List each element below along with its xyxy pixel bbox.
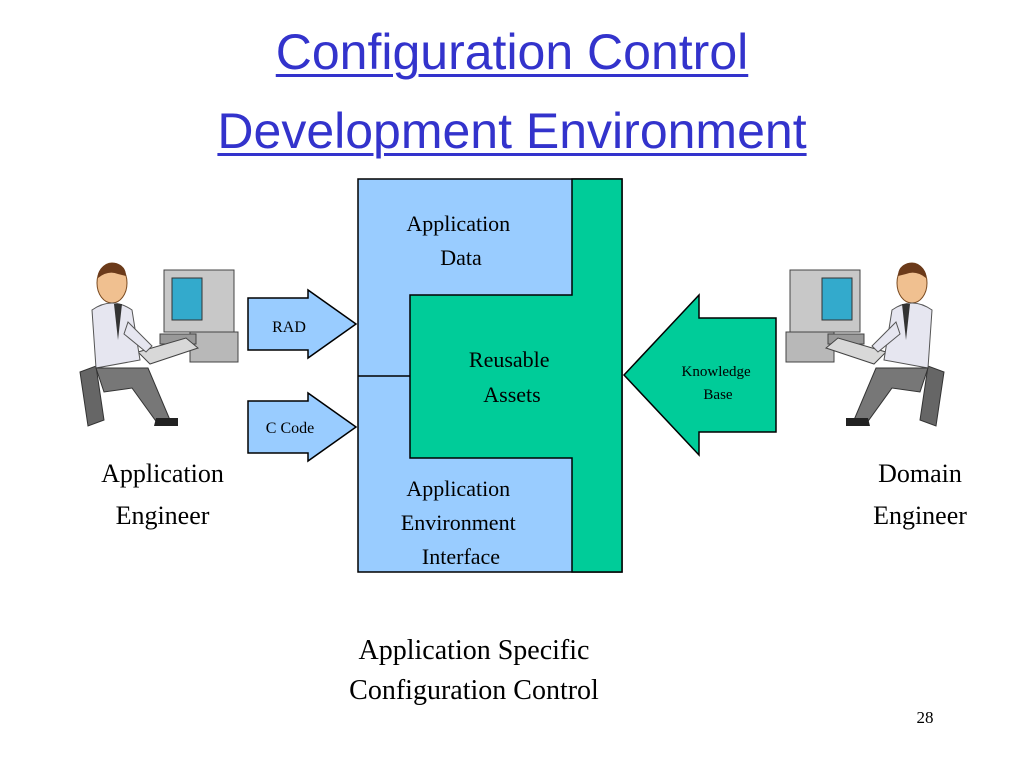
application-data-line-1: Application [406,211,510,236]
caption-line-2: Configuration Control [349,675,599,706]
app-env-interface-line-2: Environment [401,510,516,535]
application-data-line-2: Data [440,245,482,270]
rad-arrow: RAD [247,288,358,360]
c-code-arrow-shape [247,391,358,463]
chair-icon [79,365,105,427]
knowledge-base-arrow: Knowledge Base [622,293,777,457]
slide-title-line-1: Configuration Control [275,24,749,80]
central-repository: Application Data Reusable Assets Applica… [357,178,623,573]
application-engineer-illustration [79,262,239,427]
c-code-arrow-label: C Code [266,420,314,437]
domain-engineer-label-line-2: Engineer [873,501,967,530]
knowledge-base-arrow-shape [622,293,777,457]
knowledge-base-line-1: Knowledge [682,364,751,380]
reusable-assets-line-1: Reusable [469,347,550,372]
slide-title-line-2: Development Environment [217,103,807,159]
reusable-assets-region [409,178,623,573]
person-icon [846,262,933,426]
reusable-assets-line-2: Assets [483,382,540,407]
application-engineer-label-line-2: Engineer [115,501,210,530]
domain-engineer-illustration [785,262,945,427]
c-code-arrow: C Code [247,391,358,463]
person-icon [91,262,178,426]
rad-arrow-label: RAD [272,319,306,336]
knowledge-base-label: Knowledge Base [682,364,755,403]
chair-icon [919,365,945,427]
app-env-interface-line-1: Application [406,476,510,501]
rad-arrow-shape [247,288,358,360]
knowledge-base-line-2: Base [703,387,733,403]
domain-engineer-label-line-1: Domain [878,459,962,488]
application-engineer-label-line-1: Application [101,459,224,488]
caption-line-1: Application Specific [358,635,590,666]
computer-icon [137,269,239,365]
computer-icon [785,269,887,365]
reusable-assets-label: Reusable Assets [469,347,555,407]
application-environment-interface-label: Application Environment Interface [401,476,521,569]
app-env-interface-line-3: Interface [422,544,500,569]
application-data-label: Application Data [406,211,515,270]
page-number: 28 [916,708,934,727]
